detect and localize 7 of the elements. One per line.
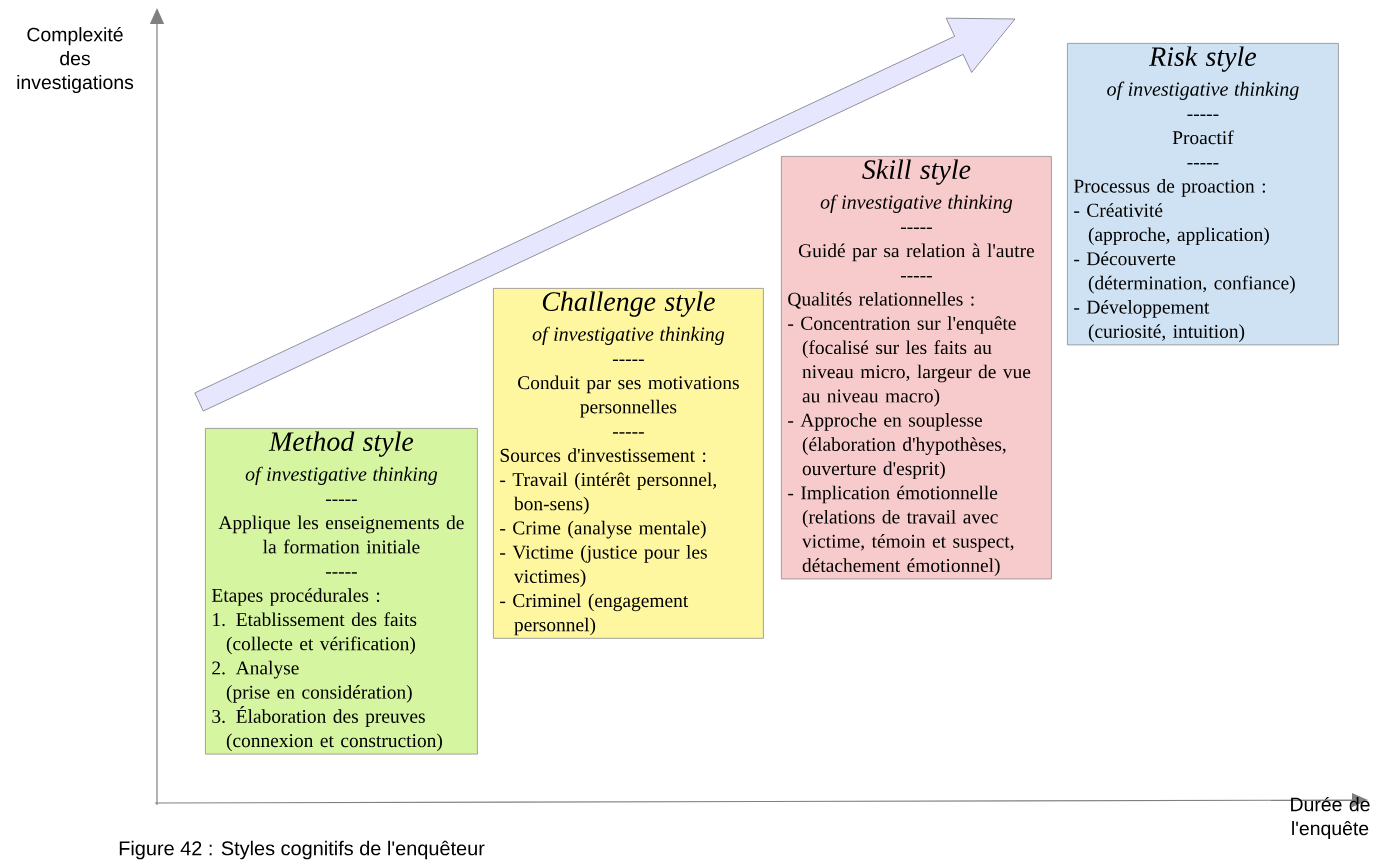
axis-label: Complexité des investigations	[17, 26, 134, 94]
style-box: Risk style of investigative thinking ----- Proactif ----- Processus de proaction : - Créativité (approche, application) - Découverte (détermination, confiance) - Développement (curiosité, intuition)	[1067, 43, 1339, 346]
style-box: Method style of investigative thinking ----- Applique les enseignements de la formation initiale ----- Etapes procédurales : 1. Etablissement des faits (collecte et vérification) 2. Analyse (prise en considération) 3. Élaboration des preuves (connexion et construction)	[205, 428, 478, 755]
axis-label: Durée de l'enquête	[1291, 796, 1370, 840]
style-box: Skill style of investigative thinking ----- Guidé par sa relation à l'autre ----- Qualités relationnelles : - Concentration sur l'enquête (focalisé sur les faits au niveau micro, largeur de vue au niveau macro) - Approche en souplesse (élaboration d'hypothèses, ouverture d'esprit) - Implication émotionnelle (relations de travail avec victime, témoin et suspect, détachement émotionnel)	[781, 156, 1052, 580]
style-box: Challenge style of investigative thinking ----- Conduit par ses motivations personnelles ----- Sources d'investissement : - Travail (intérêt personnel, bon-sens) - Crime (analyse mentale) - Victime (justice pour les victimes) - Criminel (engagement personnel)	[493, 288, 764, 639]
figure-caption: Figure 42 : Styles cognitifs de l'enquêteur	[119, 840, 485, 860]
